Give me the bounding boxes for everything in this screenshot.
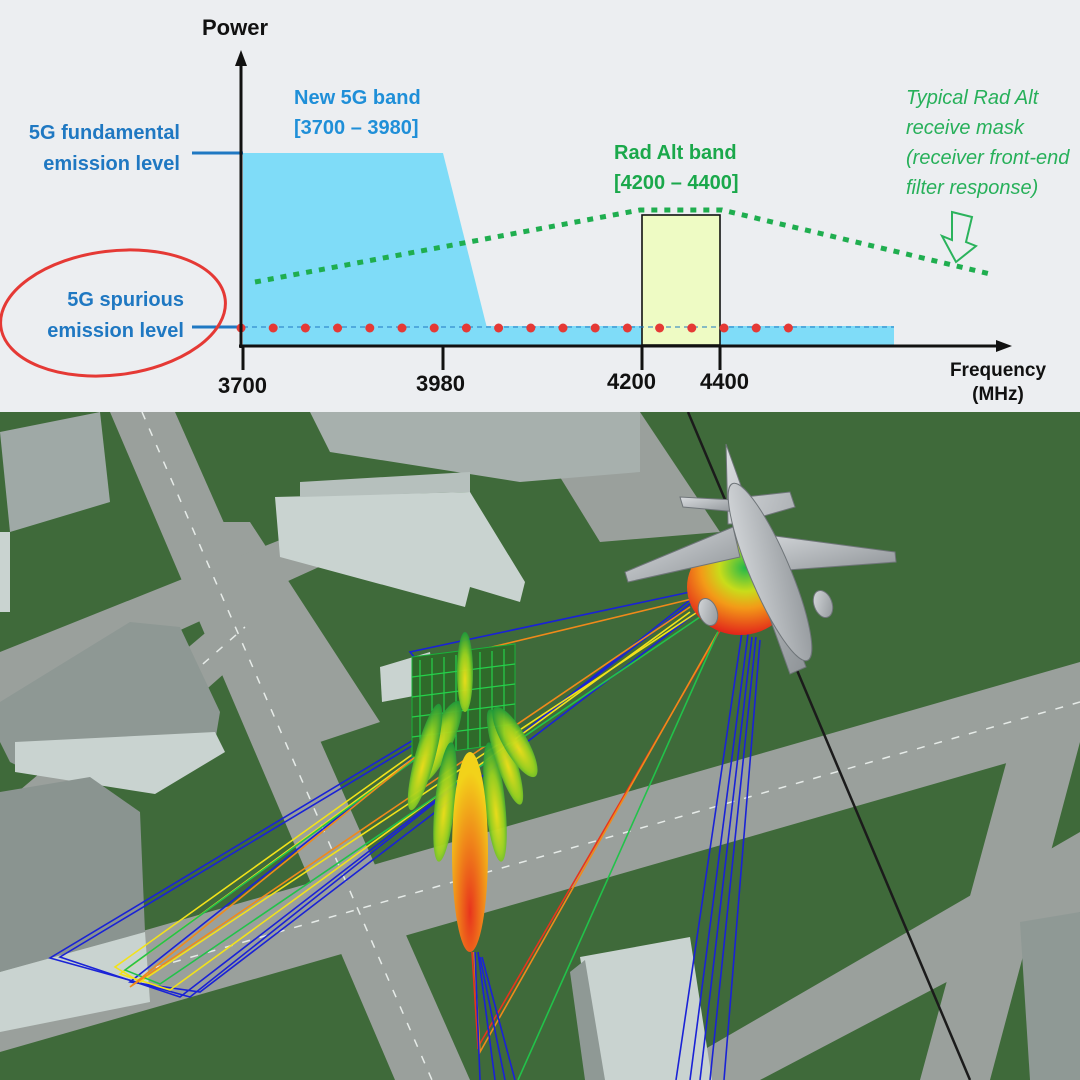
spurious-dot bbox=[559, 324, 568, 333]
building bbox=[310, 412, 640, 482]
rad-alt-label-line1: Rad Alt band bbox=[614, 138, 739, 168]
rad-alt-label-line2: [4200 – 4400] bbox=[614, 168, 739, 198]
spurious-dot bbox=[720, 324, 729, 333]
simulation-scene bbox=[0, 412, 1080, 1080]
simulation-graphics bbox=[0, 412, 1080, 1080]
x-axis-arrow bbox=[996, 340, 1012, 352]
building bbox=[1020, 912, 1080, 1080]
spurious-level-label: 5G spurious emission level bbox=[0, 285, 184, 347]
spurious-dot bbox=[591, 324, 600, 333]
spurious-dot bbox=[301, 324, 310, 333]
spectrum-diagram-graphics bbox=[0, 0, 1080, 412]
new-5g-band-region bbox=[243, 153, 487, 328]
y-axis-arrow bbox=[235, 50, 247, 66]
new-band-label-line2: [3700 – 3980] bbox=[294, 113, 421, 143]
mask-label-line3: (receiver front-end bbox=[906, 143, 1069, 173]
rad-alt-band-label: Rad Alt band [4200 – 4400] bbox=[614, 138, 739, 198]
building bbox=[0, 412, 110, 532]
mask-label-line4: filter response) bbox=[906, 173, 1069, 203]
spurious-dot bbox=[623, 324, 632, 333]
new-5g-band-label: New 5G band [3700 – 3980] bbox=[294, 83, 421, 143]
new-band-label-line1: New 5G band bbox=[294, 83, 421, 113]
spurious-dot bbox=[784, 324, 793, 333]
spurious-dot bbox=[333, 324, 342, 333]
fundamental-label-line1: 5G fundamental bbox=[0, 118, 180, 149]
tick-label-3700: 3700 bbox=[218, 373, 267, 399]
spurious-dot bbox=[365, 324, 374, 333]
spurious-dot bbox=[398, 324, 407, 333]
down-arrow-icon bbox=[942, 212, 976, 262]
spurious-dot bbox=[430, 324, 439, 333]
tick-label-4200: 4200 bbox=[607, 369, 656, 395]
mask-label-line1: Typical Rad Alt bbox=[906, 83, 1069, 113]
building bbox=[0, 532, 10, 612]
building bbox=[275, 492, 525, 607]
fundamental-label-line2: emission level bbox=[0, 149, 180, 180]
tick-label-3980: 3980 bbox=[416, 371, 465, 397]
rad-alt-band-region bbox=[642, 215, 720, 345]
fundamental-level-label: 5G fundamental emission level bbox=[0, 118, 180, 180]
spurious-dot bbox=[655, 324, 664, 333]
x-axis-label-line1: Frequency bbox=[938, 359, 1058, 383]
spurious-dot bbox=[462, 324, 471, 333]
spurious-label-line1: 5G spurious bbox=[0, 285, 184, 316]
spurious-dot bbox=[494, 324, 503, 333]
receive-mask-label: Typical Rad Alt receive mask (receiver f… bbox=[906, 83, 1069, 203]
spectrum-diagram: Power 5G fundamental emission level 5G s… bbox=[0, 0, 1080, 412]
spurious-dot bbox=[687, 324, 696, 333]
spurious-dot bbox=[752, 324, 761, 333]
x-axis-label-line2: (MHz) bbox=[938, 383, 1058, 407]
y-axis-label: Power bbox=[202, 15, 268, 41]
mask-label-line2: receive mask bbox=[906, 113, 1069, 143]
spurious-label-line2: emission level bbox=[0, 316, 184, 347]
tick-label-4400: 4400 bbox=[700, 369, 749, 395]
spurious-dot bbox=[526, 324, 535, 333]
x-axis-label: Frequency (MHz) bbox=[938, 359, 1058, 407]
spurious-dot bbox=[269, 324, 278, 333]
